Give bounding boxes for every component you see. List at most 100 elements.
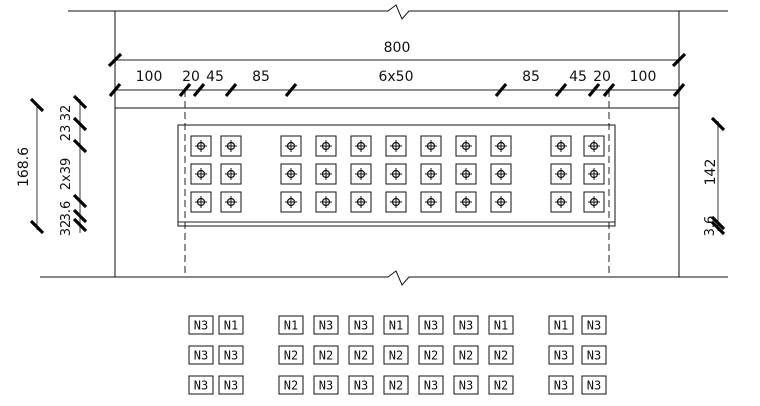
dim-tick xyxy=(602,82,616,98)
overall-dimension-label: 800 xyxy=(384,40,411,56)
bolt xyxy=(583,191,605,213)
bolt xyxy=(420,191,442,213)
bolt-label-text: N3 xyxy=(587,319,601,333)
bolt xyxy=(455,191,477,213)
bolt-label: N2 xyxy=(418,345,444,365)
dim-tick xyxy=(72,217,88,233)
bolt-label-text: N3 xyxy=(587,349,601,363)
bolt-label-text: N3 xyxy=(194,319,208,333)
bolt xyxy=(280,135,302,157)
bolt-label: N2 xyxy=(383,375,409,395)
dim-tick xyxy=(108,82,122,98)
bolt-label-text: N3 xyxy=(194,349,208,363)
bolt-label: N2 xyxy=(313,345,339,365)
segment-label: 85 xyxy=(522,69,540,85)
bolt xyxy=(350,191,372,213)
bolt-label: N3 xyxy=(218,375,244,395)
overall-dimension: 800 xyxy=(107,40,687,68)
dim-tick xyxy=(710,220,726,236)
left-segment-label: 3.6 xyxy=(59,201,74,222)
bolt xyxy=(490,191,512,213)
bolt xyxy=(190,163,212,185)
bolt xyxy=(190,135,212,157)
dim-tick xyxy=(29,97,45,113)
dim-tick xyxy=(494,82,508,98)
bolt-label: N3 xyxy=(548,345,574,365)
bolt-label-text: N3 xyxy=(354,379,368,393)
bolt-label-text: N2 xyxy=(354,349,368,363)
bolt-label-text: N2 xyxy=(284,349,298,363)
segment-label: 20 xyxy=(593,69,611,85)
dim-tick xyxy=(178,82,192,98)
bolt-label-text: N2 xyxy=(494,379,508,393)
dim-tick xyxy=(710,116,726,132)
bolt-label-text: N1 xyxy=(389,319,403,333)
dim-tick xyxy=(72,208,88,224)
bolt xyxy=(350,163,372,185)
bolt-label-text: N3 xyxy=(424,379,438,393)
bolt-label-text: N3 xyxy=(224,379,238,393)
bolt-label: N3 xyxy=(218,345,244,365)
dim-tick xyxy=(672,82,686,98)
left-segment-label: 32 xyxy=(59,220,74,237)
bolt-label: N3 xyxy=(313,315,339,335)
dim-tick xyxy=(284,82,298,98)
left-segment-label: 2x39 xyxy=(59,158,74,191)
dim-tick xyxy=(72,94,88,110)
bolt xyxy=(583,135,605,157)
dim-tick xyxy=(587,82,601,98)
bolt xyxy=(385,191,407,213)
bolt-label-text: N3 xyxy=(224,349,238,363)
bolt xyxy=(550,163,572,185)
bolt-label-text: N2 xyxy=(319,349,333,363)
bolt xyxy=(550,135,572,157)
segment-dimension: 100 20 45 85 6x50 85 45 20 100 xyxy=(108,69,686,98)
bolt-label-text: N1 xyxy=(494,319,508,333)
bolt-label: N3 xyxy=(581,375,607,395)
bolt xyxy=(220,135,242,157)
bolt-label: N3 xyxy=(453,315,479,335)
dim-tick xyxy=(192,82,206,98)
bolt xyxy=(220,191,242,213)
dim-tick xyxy=(72,116,88,132)
bolt-label: N3 xyxy=(348,375,374,395)
bolt xyxy=(350,135,372,157)
splice-plate xyxy=(177,124,616,227)
bolt-label: N3 xyxy=(581,315,607,335)
bolt-group xyxy=(190,135,605,213)
bolt-label-text: N2 xyxy=(424,349,438,363)
left-total-label: 168.6 xyxy=(16,147,32,187)
segment-label: 6x50 xyxy=(378,69,413,85)
bolt-label: N1 xyxy=(218,315,244,335)
bolt-label-text: N3 xyxy=(554,349,568,363)
bolt-label-text: N1 xyxy=(224,319,238,333)
segment-label: 100 xyxy=(630,69,657,85)
bolt-label: N3 xyxy=(453,375,479,395)
bolt-label: N2 xyxy=(453,345,479,365)
bolt xyxy=(385,163,407,185)
bolt-label: N3 xyxy=(418,315,444,335)
segment-label: 45 xyxy=(206,69,224,85)
bolt-label: N1 xyxy=(383,315,409,335)
dim-tick xyxy=(554,82,568,98)
bolt-label-text: N3 xyxy=(194,379,208,393)
dim-tick xyxy=(107,52,123,68)
bolt xyxy=(280,191,302,213)
bolt xyxy=(190,191,212,213)
bolt-label-text: N2 xyxy=(284,379,298,393)
right-total-label: 142 xyxy=(703,159,719,186)
dim-tick xyxy=(72,193,88,209)
dim-tick xyxy=(29,219,45,235)
bolt-label: N3 xyxy=(418,375,444,395)
right-dimensions: 142 3.6 xyxy=(703,116,726,237)
bolt-label-text: N1 xyxy=(554,319,568,333)
bolt-label: N3 xyxy=(348,315,374,335)
bolt-label: N3 xyxy=(188,345,214,365)
bolt-label: N2 xyxy=(278,345,304,365)
bolt-label: N2 xyxy=(488,345,514,365)
bolt-label-text: N3 xyxy=(354,319,368,333)
bolt-label-text: N2 xyxy=(494,349,508,363)
right-bottom-label: 3.6 xyxy=(703,216,718,237)
bolt xyxy=(385,135,407,157)
